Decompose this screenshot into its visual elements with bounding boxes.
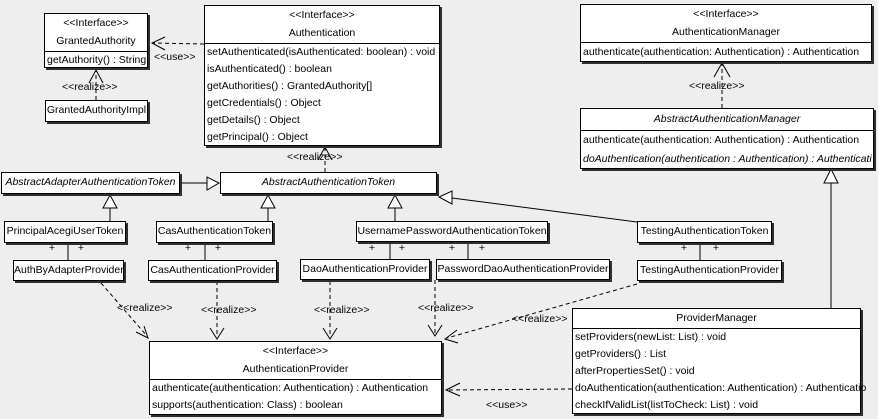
class-testing-authentication-token[interactable]: TestingAuthenticationToken	[637, 221, 772, 243]
class-abstract-authentication-token[interactable]: AbstractAuthenticationToken	[220, 172, 437, 194]
method-row: afterPropertiesSet() : void	[575, 365, 695, 377]
generalization-cas-token-to-abstract-token	[260, 193, 276, 221]
association-plus-label: +	[712, 242, 720, 254]
association-plus-label: +	[214, 242, 222, 254]
class-name: GrantedAuthorityImpl	[46, 104, 147, 116]
realize-abstract-manager-to-authentication-manager	[713, 61, 731, 108]
class-name: UsernamePasswordAuthenticationToken	[357, 225, 547, 237]
realize-dao-to-provider	[322, 281, 338, 340]
realize-abstract-token-to-authentication	[317, 145, 333, 172]
realize-label: <<realize>>	[287, 151, 343, 163]
class-cas-authentication-provider[interactable]: CasAuthenticationProvider	[148, 260, 277, 281]
class-name: DaoAuthenticationProvider	[302, 263, 428, 275]
stereotype-label: <<Interface>>	[63, 17, 129, 29]
class-name: CasAuthenticationProvider	[150, 264, 275, 276]
method-row: isAuthenticated() : boolean	[207, 63, 332, 75]
realize-passworddao-to-provider	[427, 280, 443, 337]
class-auth-by-adapter-provider[interactable]: AuthByAdapterProvider	[13, 260, 124, 281]
realize-label: <<realize>>	[62, 81, 118, 93]
class-name: AuthenticationManager	[672, 26, 780, 38]
realize-label: <<realize>>	[201, 304, 257, 316]
class-name: AuthenticationProvider	[242, 363, 349, 375]
method-row: doAuthentication(authentication : Authen…	[583, 153, 872, 165]
method-row: getPrincipal() : Object	[207, 131, 308, 143]
method-row: authenticate(authentication: Authenticat…	[583, 46, 860, 58]
class-principal-acegi-user-token[interactable]: PrincipalAcegiUserToken	[4, 221, 126, 243]
association-plus-label: +	[368, 242, 376, 254]
association-plus-label: +	[77, 242, 85, 254]
class-cas-authentication-token[interactable]: CasAuthenticationToken	[156, 221, 273, 243]
realize-grantedauthorityimpl	[88, 68, 104, 100]
realize-label: <<realize>>	[418, 302, 474, 314]
class-name: Authentication	[288, 27, 356, 39]
method-row: getAuthority() : String	[47, 54, 147, 66]
association-plus-label: +	[48, 242, 56, 254]
realize-authbyadapter-to-provider	[100, 282, 149, 339]
class-dao-authentication-provider[interactable]: DaoAuthenticationProvider	[300, 259, 430, 280]
class-name: CasAuthenticationToken	[157, 225, 272, 237]
generalization-provider-manager-to-abstract-manager	[823, 167, 839, 308]
use-authentication-to-grantedauthority	[150, 36, 205, 51]
class-name: PasswordDaoAuthenticationProvider	[437, 263, 609, 275]
class-granted-authority-impl[interactable]: GrantedAuthorityImpl	[45, 100, 148, 122]
use-provider-manager-to-provider	[444, 382, 573, 397]
association-plus-label: +	[184, 242, 192, 254]
generalization-principal-to-adapter	[102, 193, 118, 221]
use-label: <<use>>	[486, 399, 528, 411]
class-abstract-adapter-authentication-token[interactable]: AbstractAdapterAuthenticationToken	[1, 172, 180, 194]
generalization-testing-token-to-abstract-token	[437, 190, 638, 223]
association-plus-label: +	[398, 242, 406, 254]
realize-testing-to-provider	[443, 283, 638, 344]
method-row: getCredentials() : Object	[207, 97, 321, 109]
stereotype-label: <<Interface>>	[262, 345, 329, 357]
use-label: <<use>>	[154, 51, 196, 63]
class-provider-manager[interactable]: ProviderManager setProviders(newList: Li…	[572, 308, 867, 414]
stereotype-label: <<Interface>>	[289, 9, 355, 21]
method-row: doAuthentication(authentication: Authent…	[575, 382, 867, 394]
method-row: authenticate(authentication: Authenticat…	[152, 382, 429, 394]
method-row: getDetails() : Object	[207, 114, 300, 126]
stereotype-label: <<Interface>>	[693, 8, 759, 20]
class-name: AbstractAuthenticationToken	[261, 176, 396, 188]
realize-cas-to-provider	[209, 281, 225, 340]
class-authentication-manager[interactable]: <<Interface>> AuthenticationManager auth…	[580, 4, 872, 62]
realize-label: <<realize>>	[314, 304, 370, 316]
class-testing-authentication-provider[interactable]: TestingAuthenticationProvider	[637, 260, 782, 281]
class-name: TestingAuthenticationProvider	[640, 264, 779, 276]
method-row: authenticate(authentication: Authenticat…	[583, 134, 860, 146]
class-name: ProviderManager	[676, 312, 757, 324]
class-name: AbstractAdapterAuthenticationToken	[5, 176, 176, 188]
class-authentication[interactable]: <<Interface>> Authentication setAuthenti…	[204, 5, 440, 146]
method-row: supports(authentication: Class) : boolea…	[152, 399, 343, 411]
method-row: setAuthenticated(isAuthenticated: boolea…	[207, 46, 436, 58]
class-name: PrincipalAcegiUserToken	[6, 225, 124, 237]
class-password-dao-authentication-provider[interactable]: PasswordDaoAuthenticationProvider	[436, 259, 610, 280]
method-row: getAuthorities() : GrantedAuthority[]	[207, 80, 373, 92]
realize-label: <<realize>>	[689, 80, 745, 92]
association-plus-label: +	[680, 242, 688, 254]
method-row: setProviders(newList: List) : void	[575, 331, 727, 343]
association-plus-label: +	[478, 242, 486, 254]
class-name: TestingAuthenticationToken	[640, 225, 769, 237]
class-name: GrantedAuthority	[56, 35, 136, 47]
generalization-adapter-to-abstract-token	[181, 176, 221, 191]
association-plus-label: +	[448, 242, 456, 254]
class-name: AuthByAdapterProvider	[14, 264, 123, 276]
class-authentication-provider[interactable]: <<Interface>> AuthenticationProvider aut…	[149, 341, 442, 415]
realize-label: <<realize>>	[512, 313, 568, 325]
method-row: getProviders() : List	[575, 348, 667, 360]
method-row: checkIfValidList(listToCheck: List) : vo…	[575, 399, 759, 411]
generalization-username-token-to-abstract-token	[387, 193, 403, 221]
class-username-password-authentication-token[interactable]: UsernamePasswordAuthenticationToken	[356, 221, 548, 242]
class-granted-authority[interactable]: <<Interface>> GrantedAuthority getAuthor…	[44, 13, 148, 68]
realize-label: <<realize>>	[117, 302, 173, 314]
class-abstract-authentication-manager[interactable]: AbstractAuthenticationManager authentica…	[580, 108, 874, 169]
class-name: AbstractAuthenticationManager	[653, 113, 801, 125]
